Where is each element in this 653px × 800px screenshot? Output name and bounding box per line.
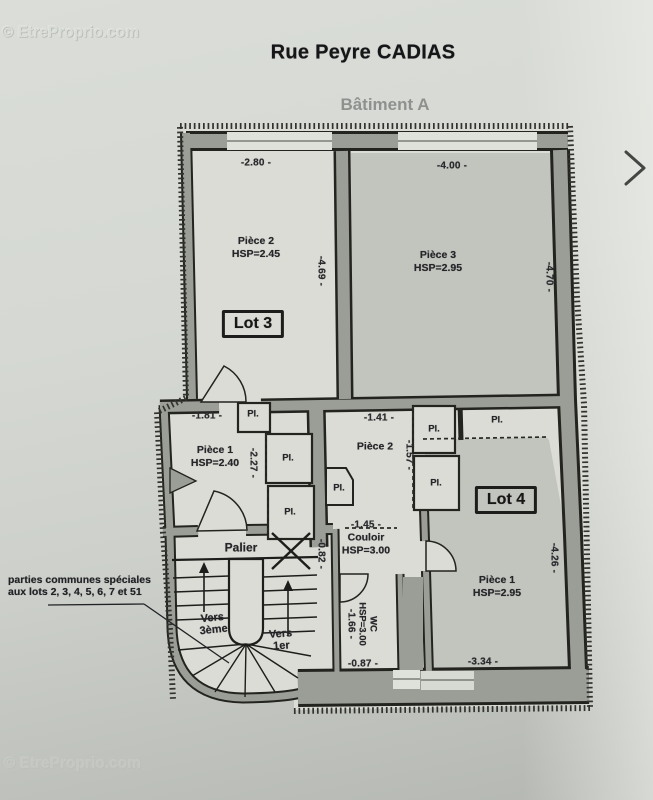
room-name: Pièce 1 — [478, 574, 516, 586]
page-title: Rue Peyre CADIAS — [270, 41, 456, 64]
dim-1-81: -1.81 - — [191, 410, 223, 422]
stairs-down-floor: 1er — [272, 639, 291, 653]
closet-label-5: Pl. — [428, 423, 440, 435]
room-label-piece2-top-left: Pièce 2 HSP=2.45 — [232, 235, 280, 261]
dim-4-69: -4.69 - — [315, 255, 327, 287]
room-hsp: HSP=2.95 — [413, 262, 463, 274]
room-hsp: HSP=3.00 — [356, 602, 368, 646]
window-openings — [227, 132, 537, 690]
stairs-down-label: Vers 1er — [269, 627, 294, 653]
room-label-couloir: -1.45 - Couloir HSP=3.00 — [342, 519, 390, 558]
stairs-up-label: Vers 3ème — [198, 611, 228, 638]
note-line-1: parties communes spéciales — [8, 574, 151, 586]
lot3-badge: Lot 3 — [221, 310, 285, 338]
room-name: Pièce 1 — [196, 444, 234, 456]
dim-0-87: -0.87 - — [347, 658, 379, 670]
hatch-border — [153, 123, 593, 714]
dim-1-57: -1.57 - — [403, 439, 415, 471]
dashed-partitions — [265, 406, 548, 539]
room-name: Pièce 3 — [419, 249, 457, 261]
room-name: Couloir — [347, 531, 385, 544]
room-label-piece1-bottom-right: Pièce 1 HSP=2.95 — [473, 574, 521, 600]
note-line-2: aux lots 2, 3, 4, 5, 6, 7 et 51 — [8, 586, 142, 598]
closet-label-3: Pl. — [284, 506, 296, 518]
closet-label-7: Pl. — [491, 414, 503, 426]
dim-0-82: -0.82 - — [315, 538, 327, 570]
room-hsp: HSP=3.00 — [341, 544, 391, 557]
watermark-top-left: © EtreProprio.com — [2, 24, 140, 41]
room-name: Pièce 2 — [237, 235, 275, 247]
dim-4-00: -4.00 - — [436, 160, 468, 172]
building-label: Bâtiment A — [340, 95, 430, 114]
room-label-wc: WC HSP=3.00 -1.66 - — [346, 602, 379, 646]
closet-label-2: Pl. — [282, 452, 294, 464]
annotation-leader-line — [47, 603, 230, 664]
common-areas-note: parties communes spéciales aux lots 2, 3… — [8, 574, 151, 598]
dim-2-80: -2.80 - — [240, 157, 272, 169]
stairs — [171, 555, 319, 698]
dim-1-66: -1.66 - — [345, 608, 357, 640]
dim-3-34: -3.34 - — [467, 656, 499, 668]
room-label-palier: Palier — [224, 540, 258, 555]
watermark-bottom-left: © EtreProprio.com — [4, 755, 142, 772]
dim-4-26: -4.26 - — [548, 542, 560, 574]
dim-4-70: -4.70 - — [543, 261, 555, 293]
dim-2-27: -2.27 - — [247, 447, 259, 479]
lot4-badge: Lot 4 — [474, 486, 538, 514]
room-name: WC — [367, 616, 379, 632]
dim-1-45: -1.45 - — [350, 519, 382, 531]
room-label-piece1-mid-left: Pièce 1 HSP=2.40 — [191, 444, 239, 470]
room-label-piece3: Pièce 3 HSP=2.95 — [414, 249, 462, 275]
next-arrow-icon[interactable] — [620, 146, 650, 190]
room-label-piece2-middle: Pièce 2 — [356, 440, 394, 453]
room-hsp: HSP=2.40 — [190, 457, 240, 469]
stair-direction-arrows — [199, 562, 293, 636]
closet-label-6: Pl. — [430, 477, 442, 489]
closet-label-1: Pl. — [247, 408, 259, 420]
room-hsp: HSP=2.45 — [231, 248, 281, 260]
closet-boxes — [236, 401, 461, 541]
plan-base — [158, 128, 590, 710]
room-hsp: HSP=2.95 — [472, 587, 522, 599]
door-x-mark — [271, 532, 311, 570]
closet-label-4: Pl. — [333, 482, 345, 494]
door-swing-arcs — [195, 365, 457, 603]
dim-1-41: -1.41 - — [363, 412, 395, 424]
